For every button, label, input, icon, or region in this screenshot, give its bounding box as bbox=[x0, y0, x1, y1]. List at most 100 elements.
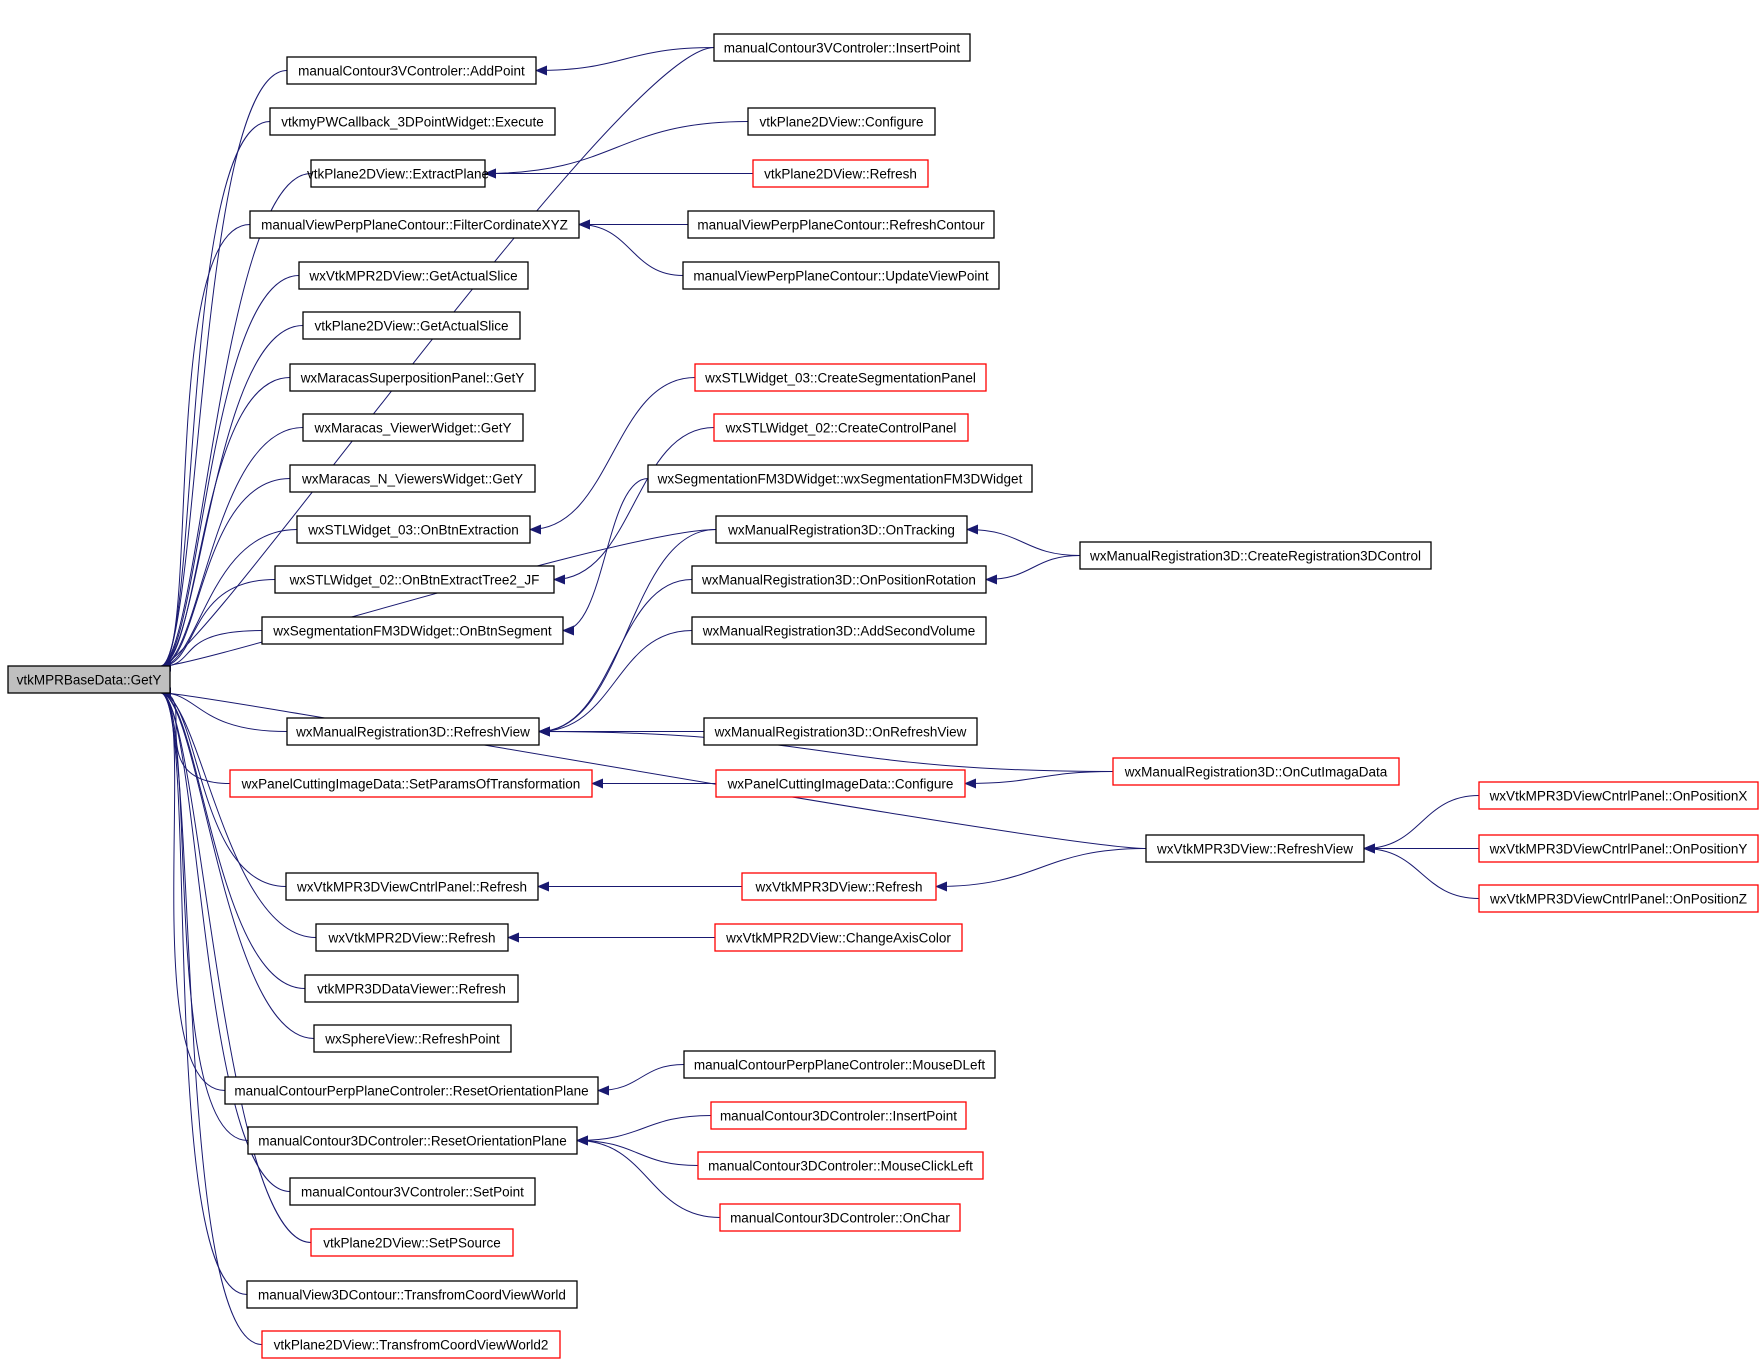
node-box bbox=[687, 210, 995, 239]
function-node[interactable]: wxVtkMPR3DViewCntrlPanel::OnPositionZ bbox=[1478, 884, 1759, 913]
function-node[interactable]: wxSegmentationFM3DWidget::OnBtnSegment bbox=[261, 616, 564, 645]
node-box bbox=[1478, 834, 1759, 863]
call-edge-n3-to-n0 bbox=[159, 121, 271, 672]
node-label: wxVtkMPR2DView::GetActualSlice bbox=[308, 269, 517, 284]
function-node[interactable]: vtkmyPWCallback_3DPointWidget::Execute bbox=[269, 107, 556, 136]
function-node[interactable]: wxMaracas_ViewerWidget::GetY bbox=[302, 413, 524, 442]
call-edge-n2-to-n1 bbox=[535, 47, 715, 76]
function-node[interactable]: manualContour3DControler::ResetOrientati… bbox=[247, 1126, 578, 1155]
function-node[interactable]: wxMaracas_N_ViewersWidget::GetY bbox=[289, 464, 536, 493]
root-function-node[interactable]: vtkMPRBaseData::GetY bbox=[7, 665, 171, 694]
call-edge-n47-to-n0 bbox=[159, 687, 312, 1243]
node-box bbox=[710, 1101, 967, 1130]
function-node[interactable]: wxPanelCuttingImageData::SetParamsOfTran… bbox=[229, 769, 593, 798]
function-node[interactable]: vtkPlane2DView::TransfromCoordViewWorld2 bbox=[261, 1330, 561, 1359]
call-edge-n12-to-n0 bbox=[159, 377, 291, 672]
call-edge-n24-to-n25 bbox=[538, 630, 693, 737]
function-node[interactable]: wxVtkMPR2DView::GetActualSlice bbox=[298, 261, 529, 290]
function-node[interactable]: wxVtkMPR3DView::Refresh bbox=[741, 872, 937, 901]
function-node[interactable]: wxVtkMPR3DViewCntrlPanel::OnPositionX bbox=[1478, 781, 1759, 810]
call-edge-n1-to-n0 bbox=[159, 70, 288, 672]
node-box bbox=[1478, 781, 1759, 810]
call-edge-n38-to-n0 bbox=[159, 687, 306, 989]
function-node[interactable]: manualContourPerpPlaneControler::MouseDL… bbox=[683, 1050, 996, 1079]
node-label: vtkMPR3DDataViewer::Refresh bbox=[317, 982, 506, 997]
node-label: manualContour3VControler::AddPoint bbox=[298, 64, 525, 79]
node-label: wxVtkMPR3DViewCntrlPanel::OnPositionX bbox=[1489, 789, 1748, 804]
node-label: manualContour3DControler::MouseClickLeft bbox=[708, 1159, 973, 1174]
function-node[interactable]: manualContour3VControler::InsertPoint bbox=[713, 33, 971, 62]
node-box bbox=[296, 515, 531, 544]
function-node[interactable]: manualContour3VControler::AddPoint bbox=[286, 56, 537, 85]
node-box bbox=[274, 565, 555, 594]
node-box bbox=[697, 1151, 984, 1180]
node-label: wxManualRegistration3D::OnRefreshView bbox=[714, 725, 967, 740]
function-node[interactable]: vtkPlane2DView::Configure bbox=[747, 107, 936, 136]
function-node[interactable]: manualContour3DControler::OnChar bbox=[719, 1203, 961, 1232]
function-node[interactable]: vtkPlane2DView::SetPSource bbox=[310, 1228, 514, 1257]
function-node[interactable]: wxSTLWidget_02::OnBtnExtractTree2_JF bbox=[274, 565, 555, 594]
node-box bbox=[247, 1126, 578, 1155]
function-node[interactable]: wxManualRegistration3D::AddSecondVolume bbox=[691, 616, 987, 645]
call-edge-n27-to-n25 bbox=[538, 726, 1114, 772]
node-label: wxSTLWidget_03::OnBtnExtraction bbox=[307, 523, 519, 538]
function-node[interactable]: wxSTLWidget_03::CreateSegmentationPanel bbox=[694, 363, 987, 392]
function-node[interactable]: manualContourPerpPlaneControler::ResetOr… bbox=[224, 1076, 599, 1105]
function-node[interactable]: manualContour3VControler::SetPoint bbox=[289, 1177, 536, 1206]
node-label: wxSphereView::RefreshPoint bbox=[324, 1032, 500, 1047]
function-node[interactable]: wxMaracasSuperpositionPanel::GetY bbox=[289, 363, 536, 392]
node-label: wxManualRegistration3D::OnCutImagaData bbox=[1124, 765, 1388, 780]
function-node[interactable]: wxVtkMPR2DView::ChangeAxisColor bbox=[714, 923, 963, 952]
node-box bbox=[1079, 541, 1432, 570]
node-box bbox=[747, 107, 936, 136]
function-node[interactable]: wxManualRegistration3D::OnRefreshView bbox=[703, 717, 978, 746]
function-node[interactable]: manualViewPerpPlaneContour::FilterCordin… bbox=[249, 210, 580, 239]
function-node[interactable]: wxSegmentationFM3DWidget::wxSegmentation… bbox=[647, 464, 1033, 493]
function-node[interactable]: manualViewPerpPlaneContour::UpdateViewPo… bbox=[682, 261, 1000, 290]
function-node[interactable]: vtkPlane2DView::GetActualSlice bbox=[302, 311, 521, 340]
call-edge-n5-to-n4 bbox=[484, 121, 749, 179]
function-node[interactable]: wxSTLWidget_02::CreateControlPanel bbox=[713, 413, 969, 442]
call-edge-n14-to-n0 bbox=[159, 478, 291, 672]
node-label: wxVtkMPR2DView::ChangeAxisColor bbox=[725, 931, 951, 946]
node-label: manualViewPerpPlaneContour::RefreshConto… bbox=[697, 218, 985, 233]
function-node[interactable]: manualView3DContour::TransfromCoordViewW… bbox=[246, 1280, 578, 1309]
node-label: wxMaracas_N_ViewersWidget::GetY bbox=[301, 472, 523, 487]
function-node[interactable]: wxVtkMPR3DViewCntrlPanel::OnPositionY bbox=[1478, 834, 1759, 863]
function-node[interactable]: wxManualRegistration3D::OnCutImagaData bbox=[1112, 757, 1400, 786]
function-node[interactable]: wxVtkMPR2DView::Refresh bbox=[315, 923, 509, 952]
function-node[interactable]: wxManualRegistration3D::CreateRegistrati… bbox=[1079, 541, 1432, 570]
node-box bbox=[269, 107, 556, 136]
node-box bbox=[683, 1050, 996, 1079]
call-edge-n2-to-n0 bbox=[159, 47, 715, 672]
node-label: wxSTLWidget_02::CreateControlPanel bbox=[725, 421, 957, 436]
node-label: wxSegmentationFM3DWidget::OnBtnSegment bbox=[272, 624, 552, 639]
node-box bbox=[298, 261, 529, 290]
function-node[interactable]: manualContour3DControler::MouseClickLeft bbox=[697, 1151, 984, 1180]
function-node[interactable]: vtkPlane2DView::ExtractPlane bbox=[307, 159, 489, 188]
function-node[interactable]: wxManualRegistration3D::OnTracking bbox=[715, 515, 968, 544]
call-edge-n33-to-n30 bbox=[1363, 843, 1480, 899]
function-node[interactable]: wxVtkMPR3DViewCntrlPanel::Refresh bbox=[285, 872, 539, 901]
node-box bbox=[703, 717, 978, 746]
function-node[interactable]: manualViewPerpPlaneContour::RefreshConto… bbox=[687, 210, 995, 239]
function-node[interactable]: wxSphereView::RefreshPoint bbox=[313, 1024, 512, 1053]
call-edge-n31-to-n30 bbox=[1363, 795, 1480, 854]
node-box bbox=[741, 872, 937, 901]
function-node[interactable]: wxPanelCuttingImageData::Configure bbox=[715, 769, 966, 798]
function-node[interactable]: wxVtkMPR3DView::RefreshView bbox=[1145, 834, 1365, 863]
call-edge-n15-to-n0 bbox=[159, 529, 298, 672]
node-label: wxMaracasSuperpositionPanel::GetY bbox=[300, 371, 525, 386]
call-edge-n39-to-n0 bbox=[159, 687, 315, 1039]
function-node[interactable]: vtkPlane2DView::Refresh bbox=[752, 159, 929, 188]
function-node[interactable]: wxSTLWidget_03::OnBtnExtraction bbox=[296, 515, 531, 544]
call-edge-n22-to-n23 bbox=[985, 555, 1081, 585]
node-label: manualView3DContour::TransfromCoordViewW… bbox=[258, 1288, 566, 1303]
node-box bbox=[289, 464, 536, 493]
function-node[interactable]: vtkMPR3DDataViewer::Refresh bbox=[304, 974, 519, 1003]
function-node[interactable]: wxManualRegistration3D::OnPositionRotati… bbox=[691, 565, 987, 594]
function-node[interactable]: manualContour3DControler::InsertPoint bbox=[710, 1101, 967, 1130]
function-node[interactable]: wxManualRegistration3D::RefreshView bbox=[286, 717, 540, 746]
node-box bbox=[713, 33, 971, 62]
call-edge-n42-to-n0 bbox=[159, 687, 249, 1141]
